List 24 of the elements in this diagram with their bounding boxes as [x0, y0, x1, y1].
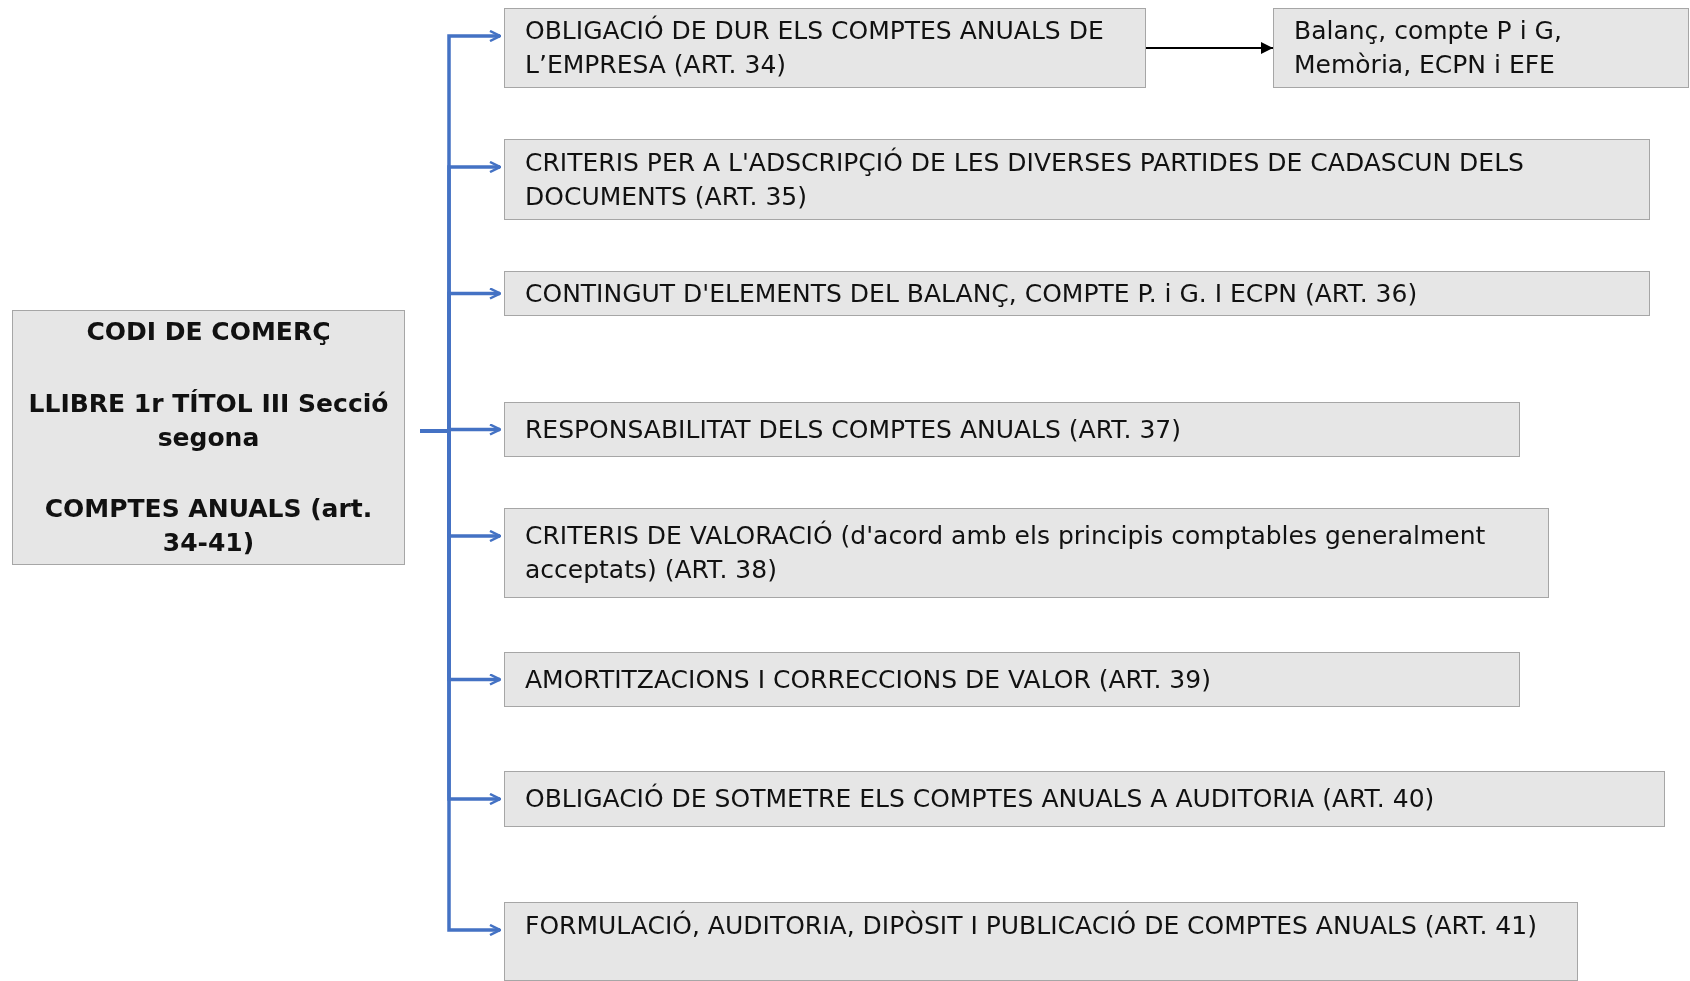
- box-text: AMORTITZACIONS I CORRECCIONS DE VALOR (ART. 39): [525, 663, 1212, 696]
- box-text: OBLIGACIÓ DE SOTMETRE ELS COMPTES ANUALS A AUDITORIA (ART. 40): [525, 782, 1436, 815]
- box-text: CONTINGUT D'ELEMENTS DEL BALANÇ, COMPTE P. i G. I ECPN (ART. 36): [525, 277, 1419, 310]
- arrow: [1145, 42, 1274, 54]
- text-box: [504, 402, 1520, 457]
- heading: CODI DE COMERÇ: [85, 316, 332, 348]
- text-box: [504, 771, 1665, 827]
- box-text: Balanç, compte P i G, Memòria, ECPN i EFE: [1294, 15, 1563, 81]
- box-text: CRITERIS DE VALORACIÓ (d'acord amb els principis comptables generalment acceptats) (ART. 38): [525, 519, 1487, 586]
- box-text: FORMULACIÓ, AUDITORIA, DIPÒSIT I PUBLICACIÓ DE COMPTES ANUALS (ART. 41): [525, 909, 1538, 942]
- box-text: COMPTES ANUALS (art. 34-41): [43, 493, 374, 559]
- text-box: [504, 508, 1549, 598]
- text-box: [504, 139, 1650, 220]
- text-box: [1273, 8, 1689, 88]
- text-box: [504, 8, 1146, 88]
- text-box: [504, 652, 1520, 707]
- box-text: RESPONSABILITAT DELS COMPTES ANUALS (ART. 37): [525, 413, 1183, 446]
- arrow: [420, 429, 502, 937]
- text-box: [504, 271, 1650, 316]
- box-text: CRITERIS PER A L'ADSCRIPÇIÓ DE LES DIVERSES PARTIDES DE CADASCUN DELS DOCUMENTS (ART. 35): [525, 146, 1525, 213]
- text-box: [12, 310, 405, 565]
- text-box: [504, 902, 1578, 981]
- box-text: LLIBRE 1r TÍTOL III Secció segona: [27, 387, 390, 454]
- box-text: OBLIGACIÓ DE DUR ELS COMPTES ANUALS DE L’EMPRESA (ART. 34): [525, 14, 1105, 81]
